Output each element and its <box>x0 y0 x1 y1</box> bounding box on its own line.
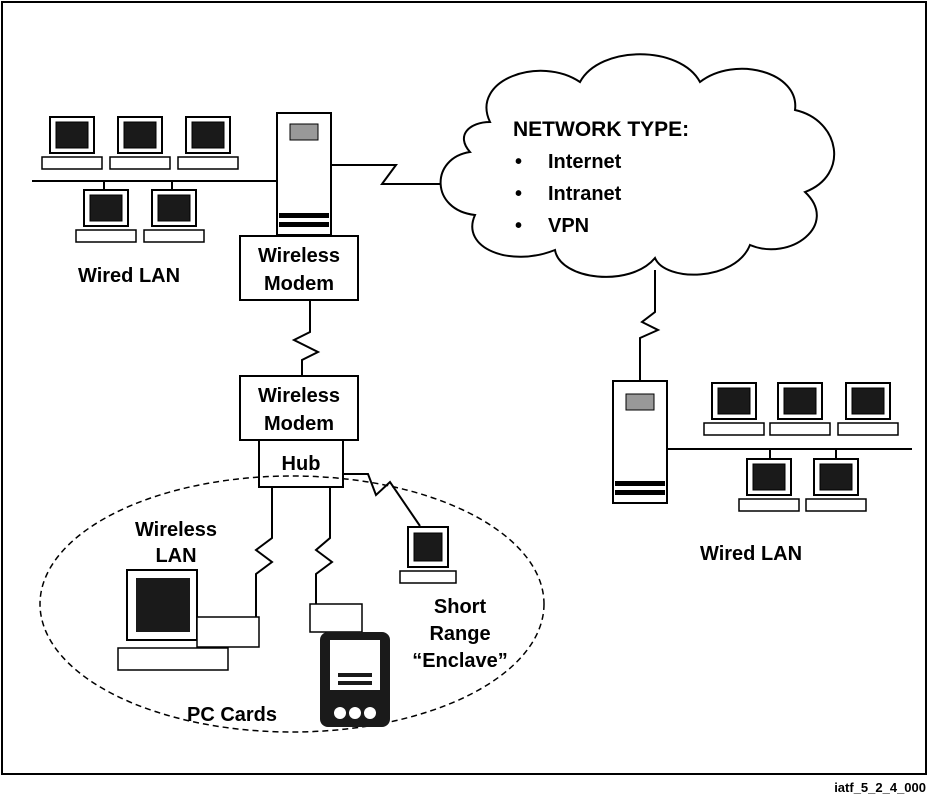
diagram-frame <box>1 1 927 775</box>
wireless-lan-line1: Wireless <box>135 519 217 541</box>
pc-cards-label: PC Cards <box>187 704 277 726</box>
workstation-icon <box>177 116 239 170</box>
pda-icon <box>320 632 390 727</box>
left-wired-lan <box>32 116 285 243</box>
network-item-intranet: Intranet <box>548 183 622 205</box>
workstation-icon <box>41 116 103 170</box>
network-item-vpn: VPN <box>548 215 589 237</box>
workstation-icon <box>738 458 800 512</box>
hub-box <box>258 439 344 488</box>
workstation-icon <box>769 382 831 436</box>
workstation-icon <box>805 458 867 512</box>
modem-bottom-line2: Modem <box>264 413 334 435</box>
network-item-internet: Internet <box>548 151 622 173</box>
hub-label: Hub <box>282 453 321 475</box>
wireless-lan-line2: LAN <box>155 545 196 567</box>
network-cloud <box>439 53 836 278</box>
network-bullet: • <box>515 151 522 173</box>
network-bullet: • <box>515 215 522 237</box>
figure-id: iatf_5_2_4_000 <box>834 780 926 795</box>
short-range-pc-icon <box>399 526 457 584</box>
modem-top-line1: Wireless <box>258 245 340 267</box>
workstation-icon <box>703 382 765 436</box>
wireless-modem-top <box>239 235 359 301</box>
workstation-icon <box>837 382 899 436</box>
enclave-line2: Range <box>429 623 490 645</box>
left-lan-label: Wired LAN <box>78 265 180 287</box>
right-server-icon <box>612 380 668 504</box>
right-wired-lan <box>667 382 912 512</box>
modem-top-line2: Modem <box>264 273 334 295</box>
network-bullet: • <box>515 183 522 205</box>
right-lan-label: Wired LAN <box>700 543 802 565</box>
enclave-boundary <box>39 475 545 733</box>
modem-bottom-line1: Wireless <box>258 385 340 407</box>
workstation-icon <box>75 189 137 243</box>
workstation-icon <box>143 189 205 243</box>
network-type-title: NETWORK TYPE: <box>513 118 689 141</box>
pc-card-icon <box>309 603 363 633</box>
left-server-icon <box>276 112 332 236</box>
laptop-pc-icon <box>117 569 260 671</box>
workstation-icon <box>109 116 171 170</box>
enclave-line1: Short <box>434 596 487 618</box>
enclave-line3: “Enclave” <box>412 650 508 672</box>
